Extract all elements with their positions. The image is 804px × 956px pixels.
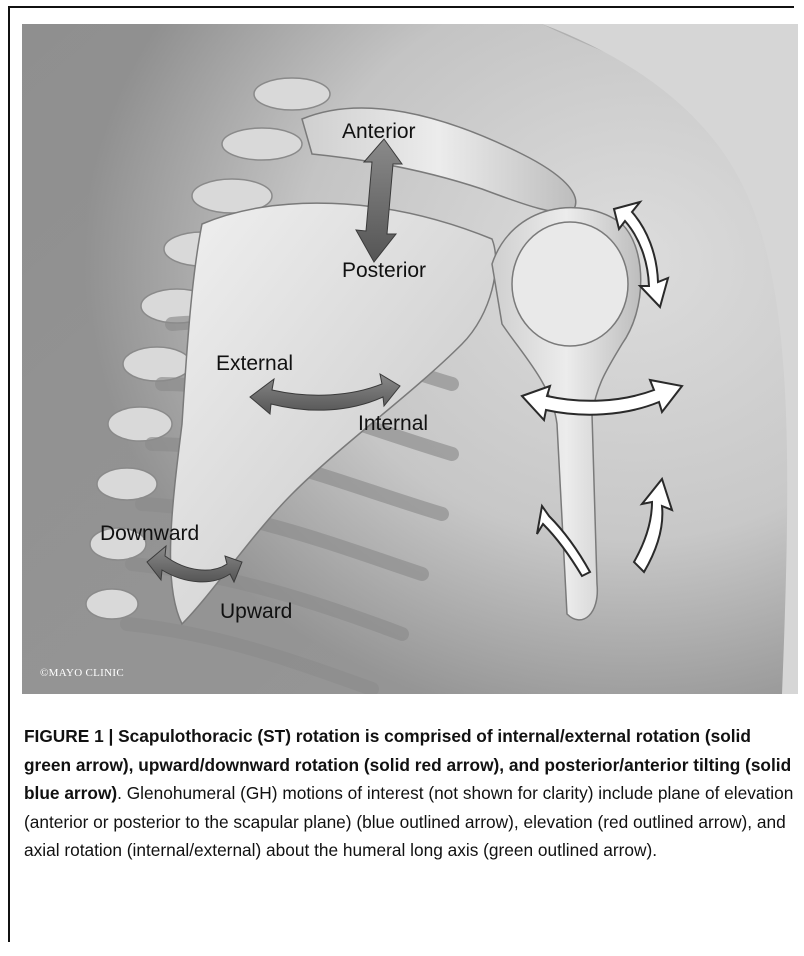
label-posterior: Posterior <box>342 259 426 282</box>
shoulder-illustration: Anterior Posterior External Internal Dow… <box>22 24 798 694</box>
label-internal: Internal <box>358 412 428 435</box>
label-downward: Downward <box>100 522 199 545</box>
label-upward: Upward <box>220 600 292 623</box>
caption-body: . Glenohumeral (GH) motions of interest … <box>24 783 793 860</box>
copyright-watermark: ©MAYO CLINIC <box>40 667 124 679</box>
figure-caption: FIGURE 1 | Scapulothoracic (ST) rotation… <box>24 722 794 865</box>
label-anterior: Anterior <box>342 120 416 143</box>
label-external: External <box>216 352 293 375</box>
